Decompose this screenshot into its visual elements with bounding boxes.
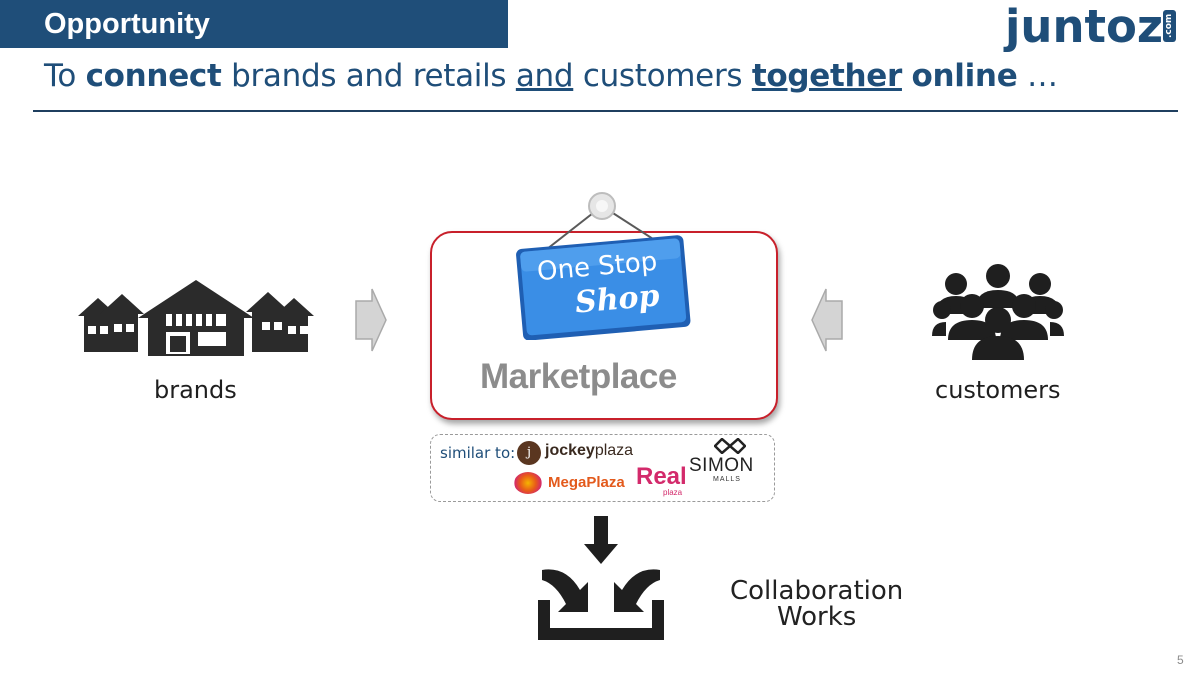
realplaza-logo-text: Real	[636, 463, 687, 490]
marketplace-title: Marketplace	[480, 357, 677, 396]
arrow-left-icon	[811, 288, 843, 352]
slide-title: Opportunity	[44, 8, 210, 40]
slide-subtitle: To connect brands and retails and custom…	[44, 58, 1058, 94]
jockeyplaza-logo-text: jockeyplaza	[545, 442, 634, 459]
merge-download-icon	[538, 516, 664, 640]
similar-to-label: similar to:	[440, 444, 516, 462]
people-group-icon	[932, 264, 1064, 360]
sign-text-line2: Shop	[573, 278, 661, 321]
brands-label: brands	[154, 376, 237, 404]
realplaza-sub-text: plaza	[663, 488, 683, 497]
houses-icon	[78, 280, 314, 356]
juntoz-logo: juntoz	[1005, 0, 1164, 53]
simon-logo-text: SIMON	[689, 455, 754, 476]
similar-to-box	[430, 434, 775, 502]
jockeyplaza-logo-icon: j	[517, 441, 541, 465]
page-number: 5	[1177, 653, 1184, 667]
arrow-right-icon	[355, 288, 387, 352]
megaplaza-logo-icon	[514, 472, 542, 494]
collaboration-works-text: Collaboration Works	[730, 576, 904, 632]
one-stop-shop-sign	[516, 192, 691, 340]
logo-com-badge: .com	[1163, 10, 1176, 42]
customers-label: customers	[935, 376, 1061, 404]
header-bar	[0, 0, 508, 48]
simon-malls-text: MALLS	[713, 476, 741, 483]
simon-logo-icon	[714, 438, 746, 454]
megaplaza-logo-text: MegaPlaza	[548, 474, 625, 491]
title-divider	[33, 110, 1178, 112]
